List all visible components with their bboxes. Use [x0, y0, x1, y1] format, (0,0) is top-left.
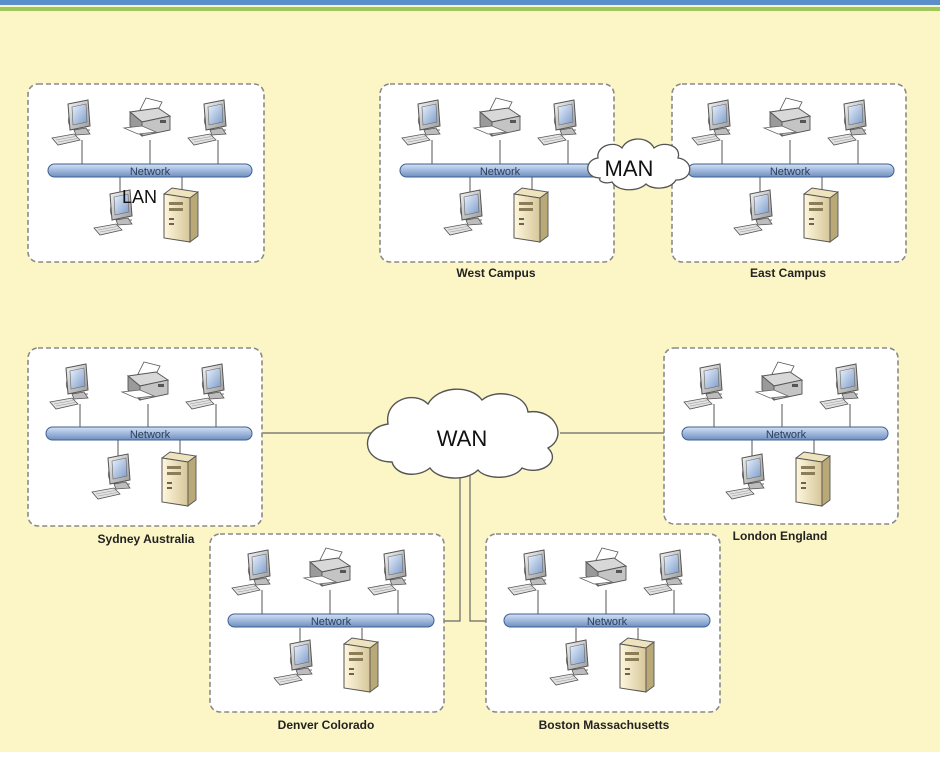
man-label: MAN: [605, 156, 654, 181]
man-cloud: MAN: [587, 138, 691, 191]
network-bus: [681, 426, 889, 441]
network-bus: [227, 613, 435, 628]
site-label-boston: Boston Massachusetts: [539, 718, 670, 732]
bus-label: Network: [130, 166, 171, 178]
bus-label: Network: [311, 616, 352, 628]
site-label-sydney: Sydney Australia: [98, 532, 195, 546]
wan-cloud: WAN: [366, 388, 559, 479]
server-icon: [513, 187, 549, 243]
london-box: Network: [663, 347, 899, 525]
network-bus: [47, 163, 253, 178]
east-campus-box: Network: [671, 83, 907, 263]
server-icon: [161, 451, 197, 507]
site-label-east-campus: East Campus: [750, 266, 826, 280]
site-label-denver: Denver Colorado: [278, 718, 375, 732]
bus-label: Network: [770, 166, 811, 178]
lan-network-box: Network LAN: [27, 83, 265, 263]
bottom-margin: [0, 752, 940, 766]
server-icon: [619, 637, 655, 693]
bus-label: Network: [587, 616, 628, 628]
wan-label: WAN: [437, 426, 488, 451]
bus-label: Network: [766, 429, 807, 441]
server-icon: [343, 637, 379, 693]
server-icon: [795, 451, 831, 507]
top-stripe-green: [0, 7, 940, 11]
west-campus-box: Network: [379, 83, 615, 263]
network-bus: [45, 426, 253, 441]
site-label-west-campus: West Campus: [456, 266, 535, 280]
bus-label: Network: [130, 429, 171, 441]
network-bus: [503, 613, 711, 628]
bus-label: Network: [480, 166, 521, 178]
site-label-london: London England: [733, 529, 828, 543]
server-icon: [803, 187, 839, 243]
server-icon: [163, 187, 199, 243]
denver-box: Network: [209, 533, 445, 713]
top-stripe-blue: [0, 0, 940, 5]
lan-label: LAN: [122, 187, 157, 207]
boston-box: Network: [485, 533, 721, 713]
sydney-box: Network: [27, 347, 263, 527]
